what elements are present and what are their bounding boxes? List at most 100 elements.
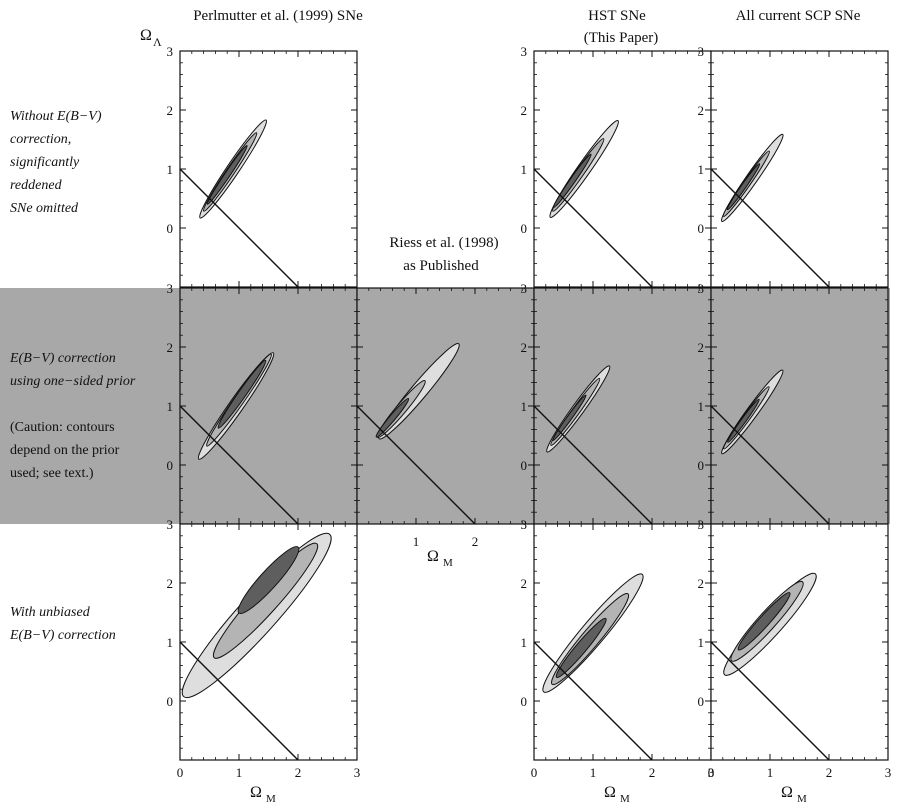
y-tick-label: 2 — [698, 103, 705, 118]
contour-group — [180, 352, 299, 524]
y-tick-label: 0 — [167, 221, 174, 236]
y-tick-label: 0 — [698, 694, 705, 709]
y-tick-label: 2 — [698, 340, 705, 355]
panel-background — [534, 288, 711, 524]
flat-universe-line — [180, 168, 299, 287]
xlabel-scp: Ω M — [781, 784, 807, 804]
title-hst-line2: (This Paper) — [584, 30, 659, 46]
contour-group — [534, 120, 653, 287]
contour-inner — [552, 394, 587, 442]
y-tick-label: 3 — [698, 281, 705, 296]
flat-universe-line — [534, 168, 653, 287]
y-tick-label: 0 — [521, 221, 528, 236]
panel-background — [711, 51, 888, 287]
xlabel-scp-omega: Ω — [781, 784, 793, 801]
row1-label-line2: correction, — [10, 132, 71, 147]
ylabel-lambda-sub: Λ — [153, 35, 162, 49]
panel-background — [357, 288, 534, 524]
contour-inner — [375, 397, 410, 438]
y-tick-label: 3 — [521, 517, 528, 532]
panel-background — [711, 524, 888, 760]
y-tick-label: 1 — [167, 162, 174, 177]
contour-group — [357, 343, 476, 524]
row1-label-line5: SNe omitted — [10, 201, 79, 216]
x-tick-label: 0 — [531, 765, 538, 780]
y-tick-label: 3 — [698, 517, 705, 532]
contour-inner — [553, 153, 592, 208]
flat-universe-line — [711, 405, 830, 524]
x-tick-label: 1 — [767, 765, 774, 780]
x-tick-label: 3 — [708, 765, 715, 780]
contour-group — [180, 119, 299, 287]
flat-universe-line — [357, 405, 476, 524]
xlabel-hst: Ω M — [604, 784, 630, 804]
row2-label-line2: using one−sided prior — [10, 374, 136, 389]
y-tick-label: 1 — [521, 162, 528, 177]
ylabel-omega: Ω — [140, 27, 152, 44]
panel-background — [534, 51, 711, 287]
row3-label: With unbiased E(B−V) correction — [9, 605, 116, 643]
row2-note-line2: depend on the prior — [10, 443, 120, 458]
y-tick-label: 2 — [167, 576, 174, 591]
xlabel-scp-sub: M — [797, 793, 807, 804]
row2-note-line1: (Caution: contours — [10, 420, 115, 435]
y-tick-label: 2 — [521, 103, 528, 118]
panel-background — [711, 288, 888, 524]
row2-label: E(B−V) correction using one−sided prior … — [9, 351, 136, 481]
x-tick-label: 1 — [236, 765, 243, 780]
contour-inner — [217, 359, 267, 429]
y-tick-label: 0 — [521, 694, 528, 709]
flat-universe-line — [534, 641, 653, 760]
title-riess-line2: as Published — [403, 258, 479, 274]
y-tick-label: 3 — [521, 281, 528, 296]
y-tick-label: 1 — [167, 635, 174, 650]
xlabel-riess-omega: Ω — [427, 548, 439, 565]
xlabel-perlmutter: Ω M — [250, 784, 276, 804]
contour-inner — [726, 163, 761, 211]
row3-label-line2: E(B−V) correction — [9, 628, 116, 643]
contour-inner — [206, 145, 248, 205]
y-tick-label: 1 — [698, 399, 705, 414]
panel-background — [534, 524, 711, 760]
x-tick-label: 2 — [826, 765, 833, 780]
flat-universe-line — [180, 641, 299, 760]
contour-group — [534, 365, 653, 524]
y-tick-label: 3 — [698, 44, 705, 59]
panel-hst-no-correction: 0 1 2 3 — [521, 44, 712, 288]
y-tick-label: 1 — [698, 162, 705, 177]
x-tick-label: 0 — [708, 765, 715, 780]
contour-inner — [237, 546, 300, 614]
x-tick-label: 2 — [649, 765, 656, 780]
row1-label: Without E(B−V) correction, significantly… — [10, 109, 102, 216]
y-tick-label: 0 — [698, 458, 705, 473]
y-tick-label: 2 — [521, 340, 528, 355]
y-tick-label: 2 — [698, 576, 705, 591]
y-tick-label: 0 — [521, 458, 528, 473]
xlabel-perlmutter-omega: Ω — [250, 784, 262, 801]
contour-group — [534, 573, 653, 760]
panel-background — [180, 524, 357, 760]
y-tick-label: 0 — [167, 458, 174, 473]
x-tick-label: 0 — [177, 765, 184, 780]
flat-universe-line — [534, 405, 653, 524]
row1-label-line4: reddened — [10, 178, 63, 193]
contour-group — [711, 133, 830, 287]
y-tick-label: 0 — [167, 694, 174, 709]
title-perlmutter: Perlmutter et al. (1999) SNe — [193, 8, 363, 24]
panel-hst-one-sided: 0 1 2 3 — [521, 281, 712, 525]
panel-scp-one-sided: 0 1 2 3 — [698, 281, 889, 525]
xlabel-riess: Ω M — [427, 548, 453, 569]
title-all-scp: All current SCP SNe — [736, 8, 861, 24]
y-tick-label: 1 — [521, 635, 528, 650]
x-tick-label: 1 — [590, 765, 597, 780]
x-tick-label: 3 — [885, 765, 892, 780]
row1-label-line3: significantly — [10, 155, 80, 170]
title-hst-line1: HST SNe — [588, 8, 646, 24]
